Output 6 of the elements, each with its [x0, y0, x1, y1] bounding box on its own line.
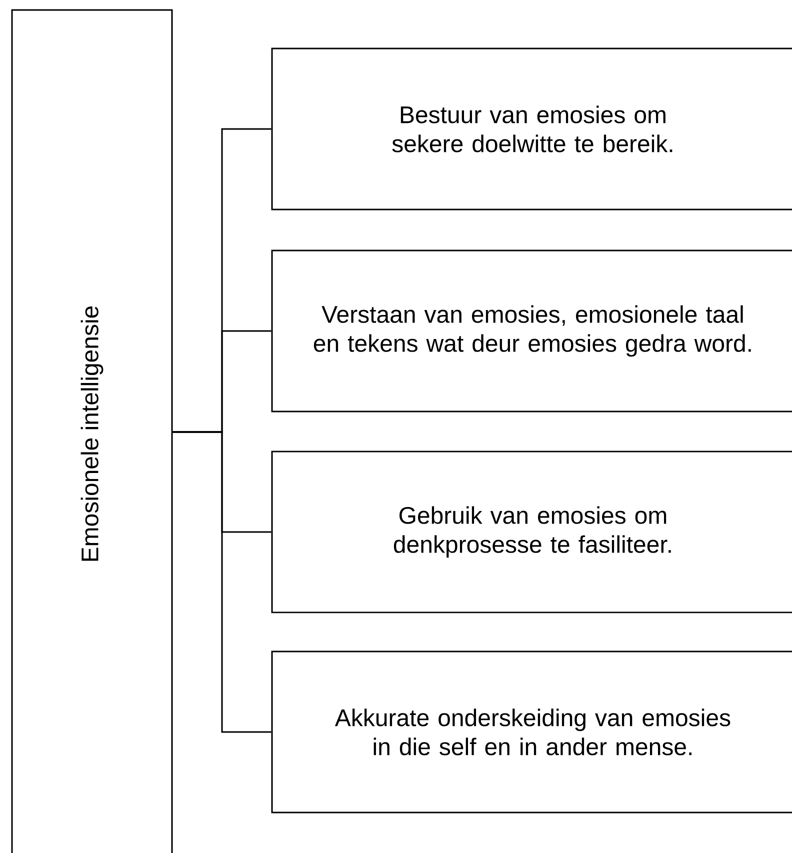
description-box: Verstaan van emosies, emosionele taal en tekens wat deur emosies gedra word.	[271, 250, 792, 412]
connector-line	[172, 431, 272, 733]
description-box: Akkurate onderskeiding van emosies in die self en in ander mense.	[271, 650, 792, 814]
description-box: Bestuur van emosies om sekere doelwitte te bereik.	[271, 48, 792, 210]
category-box: Emosionele intelligensie	[11, 9, 173, 853]
description-box: Gebruik van emosies om denkprosesse te fasiliteer.	[271, 450, 792, 614]
